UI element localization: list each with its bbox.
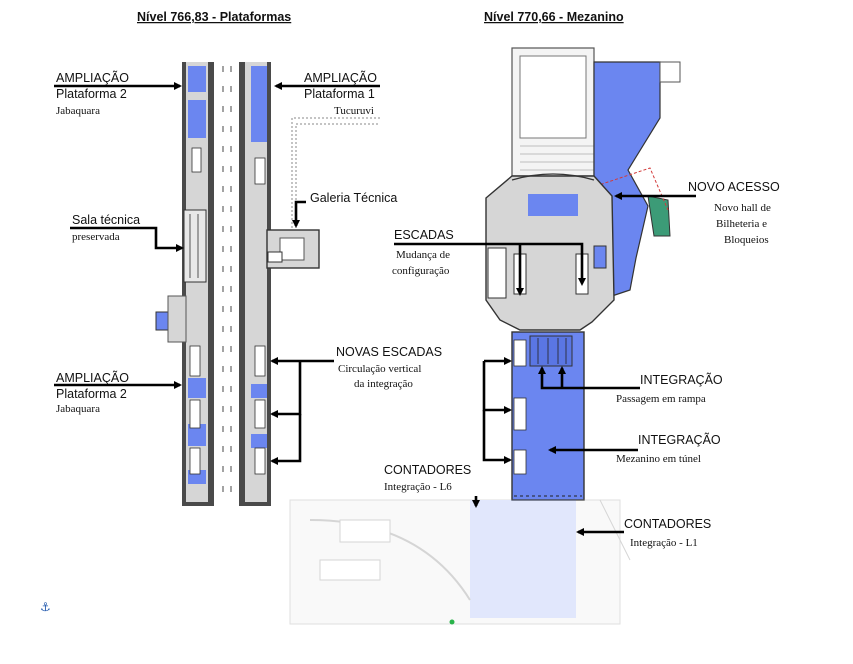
svg-text:AMPLIAÇÃO: AMPLIAÇÃO	[56, 71, 129, 85]
svg-text:configuração: configuração	[392, 265, 450, 277]
anchor-icon: ⚓	[40, 600, 51, 614]
expansion-p2-top	[188, 66, 206, 92]
callout-contadores-l6: CONTADORES Integração - L6	[384, 463, 471, 493]
callout-integracao-tunel: INTEGRAÇÃO Mezanino em túnel	[616, 433, 721, 465]
svg-text:Integração - L1: Integração - L1	[630, 537, 698, 549]
expansion-p1-top	[251, 66, 267, 142]
svg-text:CONTADORES: CONTADORES	[384, 463, 471, 477]
tunnel-stairs	[513, 339, 527, 475]
expansion-p1-low	[251, 434, 267, 448]
svg-text:NOVAS ESCADAS: NOVAS ESCADAS	[336, 345, 442, 359]
left-niche-floor	[167, 295, 187, 343]
svg-text:Mudança de: Mudança de	[396, 249, 450, 261]
svg-text:Galeria Técnica: Galeria Técnica	[310, 191, 397, 205]
mezzanine-blue-area	[528, 194, 578, 216]
callout-novo-acesso: NOVO ACESSO Novo hall de Bilheteria e Bl…	[688, 180, 780, 246]
callout-escadas: ESCADAS Mudança de configuração	[392, 228, 454, 277]
left-level-title: Nível 766,83 - Plataformas	[137, 10, 291, 24]
callout-integracao-rampa: INTEGRAÇÃO Passagem em rampa	[616, 373, 723, 405]
callout-ampliacao-bottom: AMPLIAÇÃO Plataforma 2 Jabaquara	[56, 371, 129, 415]
callout-galeria: Galeria Técnica	[310, 191, 397, 205]
svg-text:Sala técnica: Sala técnica	[72, 213, 140, 227]
track-zone	[214, 62, 239, 506]
callout-ampliacao-p1: AMPLIAÇÃO Plataforma 1 Tucuruvi	[304, 71, 377, 117]
faded-integration-area	[289, 499, 631, 625]
svg-text:Plataforma 2: Plataforma 2	[56, 387, 127, 401]
arrow-heads	[174, 82, 622, 536]
svg-text:Novo hall de: Novo hall de	[714, 202, 771, 214]
svg-text:Plataforma 2: Plataforma 2	[56, 87, 127, 101]
right-level-title: Nível 770,66 - Mezanino	[484, 10, 624, 24]
expansion-p2-mid	[188, 378, 206, 398]
expansion-p2-upper	[188, 100, 206, 138]
callout-ampliacao-top: AMPLIAÇÃO Plataforma 2 Jabaquara	[56, 71, 129, 117]
track-centerlines	[222, 66, 232, 502]
svg-text:AMPLIAÇÃO: AMPLIAÇÃO	[56, 371, 129, 385]
svg-text:Tucuruvi: Tucuruvi	[334, 105, 374, 117]
green-marker	[449, 619, 455, 625]
svg-text:INTEGRAÇÃO: INTEGRAÇÃO	[638, 433, 721, 447]
expansion-p2-low	[188, 424, 206, 446]
svg-text:Bloqueios: Bloqueios	[724, 234, 769, 246]
platform-plan	[155, 62, 380, 506]
svg-text:Passagem em rampa: Passagem em rampa	[616, 393, 706, 405]
svg-text:INTEGRAÇÃO: INTEGRAÇÃO	[640, 373, 723, 387]
svg-text:Circulação vertical: Circulação vertical	[338, 363, 421, 375]
mezzanine-plan	[289, 47, 681, 625]
left-stair-block	[487, 247, 507, 299]
svg-text:Integração - L6: Integração - L6	[384, 481, 452, 493]
callout-novas-escadas: NOVAS ESCADAS Circulação vertical da int…	[336, 345, 442, 390]
svg-text:AMPLIAÇÃO: AMPLIAÇÃO	[304, 71, 377, 85]
access-ramp	[647, 195, 671, 237]
svg-text:Mezanino em túnel: Mezanino em túnel	[616, 453, 701, 465]
technical-room	[183, 209, 207, 283]
svg-text:ESCADAS: ESCADAS	[394, 228, 454, 242]
callout-sala-tecnica: Sala técnica preservada	[72, 213, 140, 243]
svg-text:CONTADORES: CONTADORES	[624, 517, 711, 531]
callout-contadores-l1: CONTADORES Integração - L1	[624, 517, 711, 549]
svg-text:da integração: da integração	[354, 378, 413, 390]
svg-text:Bilheteria e: Bilheteria e	[716, 218, 767, 230]
svg-text:Jabaquara: Jabaquara	[56, 105, 100, 117]
platform-stairs	[189, 147, 266, 475]
expansion-p1-mid	[251, 384, 267, 398]
gallery-outline	[291, 117, 380, 228]
svg-text:preservada: preservada	[72, 231, 120, 243]
svg-text:NOVO ACESSO: NOVO ACESSO	[688, 180, 780, 194]
leader-arrows	[54, 84, 696, 534]
ramp-passage	[529, 335, 573, 367]
svg-text:Jabaquara: Jabaquara	[56, 403, 100, 415]
svg-text:Plataforma 1: Plataforma 1	[304, 87, 375, 101]
